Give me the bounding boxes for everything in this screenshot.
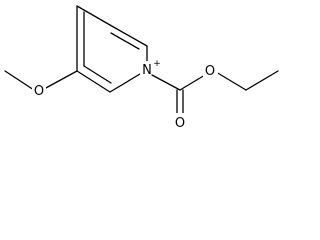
ring-bond-c5-c6 [109,24,148,47]
ester-oxygen-label: O [205,64,215,79]
bond-ch2-ch3 [245,70,279,91]
ring-nitrogen-label: N [142,63,152,78]
ring-nitrogen-background [140,61,155,77]
methoxy-oxygen-background [32,81,46,98]
ethoxycarbonyl-group: O O [151,62,279,131]
carbonyl-oxygen-label: O [175,116,185,131]
ring-bond-c6-c5-inner [110,32,140,50]
bond-o-ch3-methoxy [4,70,35,91]
ring-bond-c2-c3-inner [83,65,112,84]
ester-oxygen-background [203,62,218,78]
carbonyl-oxygen-background [173,113,188,130]
ring-nitrogen-charge: + [153,59,161,69]
ring-bond-c4-c5 [76,5,111,26]
bond-c3-o-methoxy [43,70,78,90]
methoxy-group: O [4,70,78,99]
bond-n1-carbonyl-carbon [151,74,181,91]
pyridine-ring [76,5,148,93]
chemical-structure: O N + O O [4,5,279,131]
ring-bond-c2-c3 [76,70,111,93]
ring-bond-n1-c2 [109,73,141,93]
bond-ester-oxygen-ch2 [215,71,247,91]
methoxy-oxygen-label: O [34,84,44,99]
bond-carbonyl-ester-oxygen [179,74,206,91]
ring-nitrogen: N + [140,59,161,78]
